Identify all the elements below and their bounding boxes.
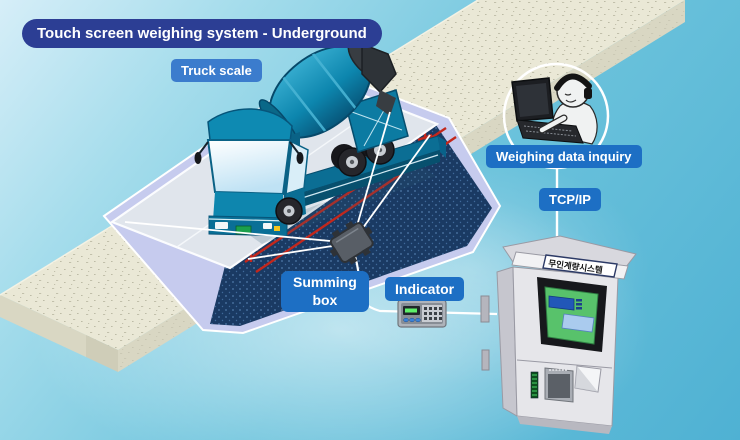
weighing-data-inquiry-figure — [502, 62, 610, 170]
indicator-device — [397, 299, 447, 328]
diagram-title: Touch screen weighing system - Undergrou… — [22, 19, 382, 48]
highlight-circle — [502, 62, 610, 170]
summing-box-label: Summing box — [281, 271, 369, 312]
drum-hopper — [361, 42, 397, 94]
kiosk-cable-tab — [480, 295, 490, 323]
indicator-label: Indicator — [385, 277, 465, 301]
kiosk-keypad[interactable] — [544, 367, 574, 403]
kiosk-touch-screen[interactable] — [537, 277, 607, 352]
truck-scale-label: Truck scale — [171, 59, 262, 82]
kiosk-sign-plate — [542, 254, 618, 278]
weighing-data-inquiry-label: Weighing data inquiry — [486, 145, 642, 168]
truck-front-wheel — [275, 197, 303, 225]
windshield — [206, 139, 292, 196]
headset-icon — [554, 73, 592, 91]
laptop-icon — [511, 77, 584, 144]
summing-box-device — [329, 221, 374, 265]
kiosk-card-slot[interactable] — [530, 371, 539, 399]
truck-shadow — [245, 166, 436, 244]
kiosk: 무인계량시스템 — [480, 235, 637, 434]
indicator-keypad — [424, 307, 442, 320]
tcpip-label: TCP/IP — [539, 188, 601, 211]
license-plate — [235, 225, 252, 235]
